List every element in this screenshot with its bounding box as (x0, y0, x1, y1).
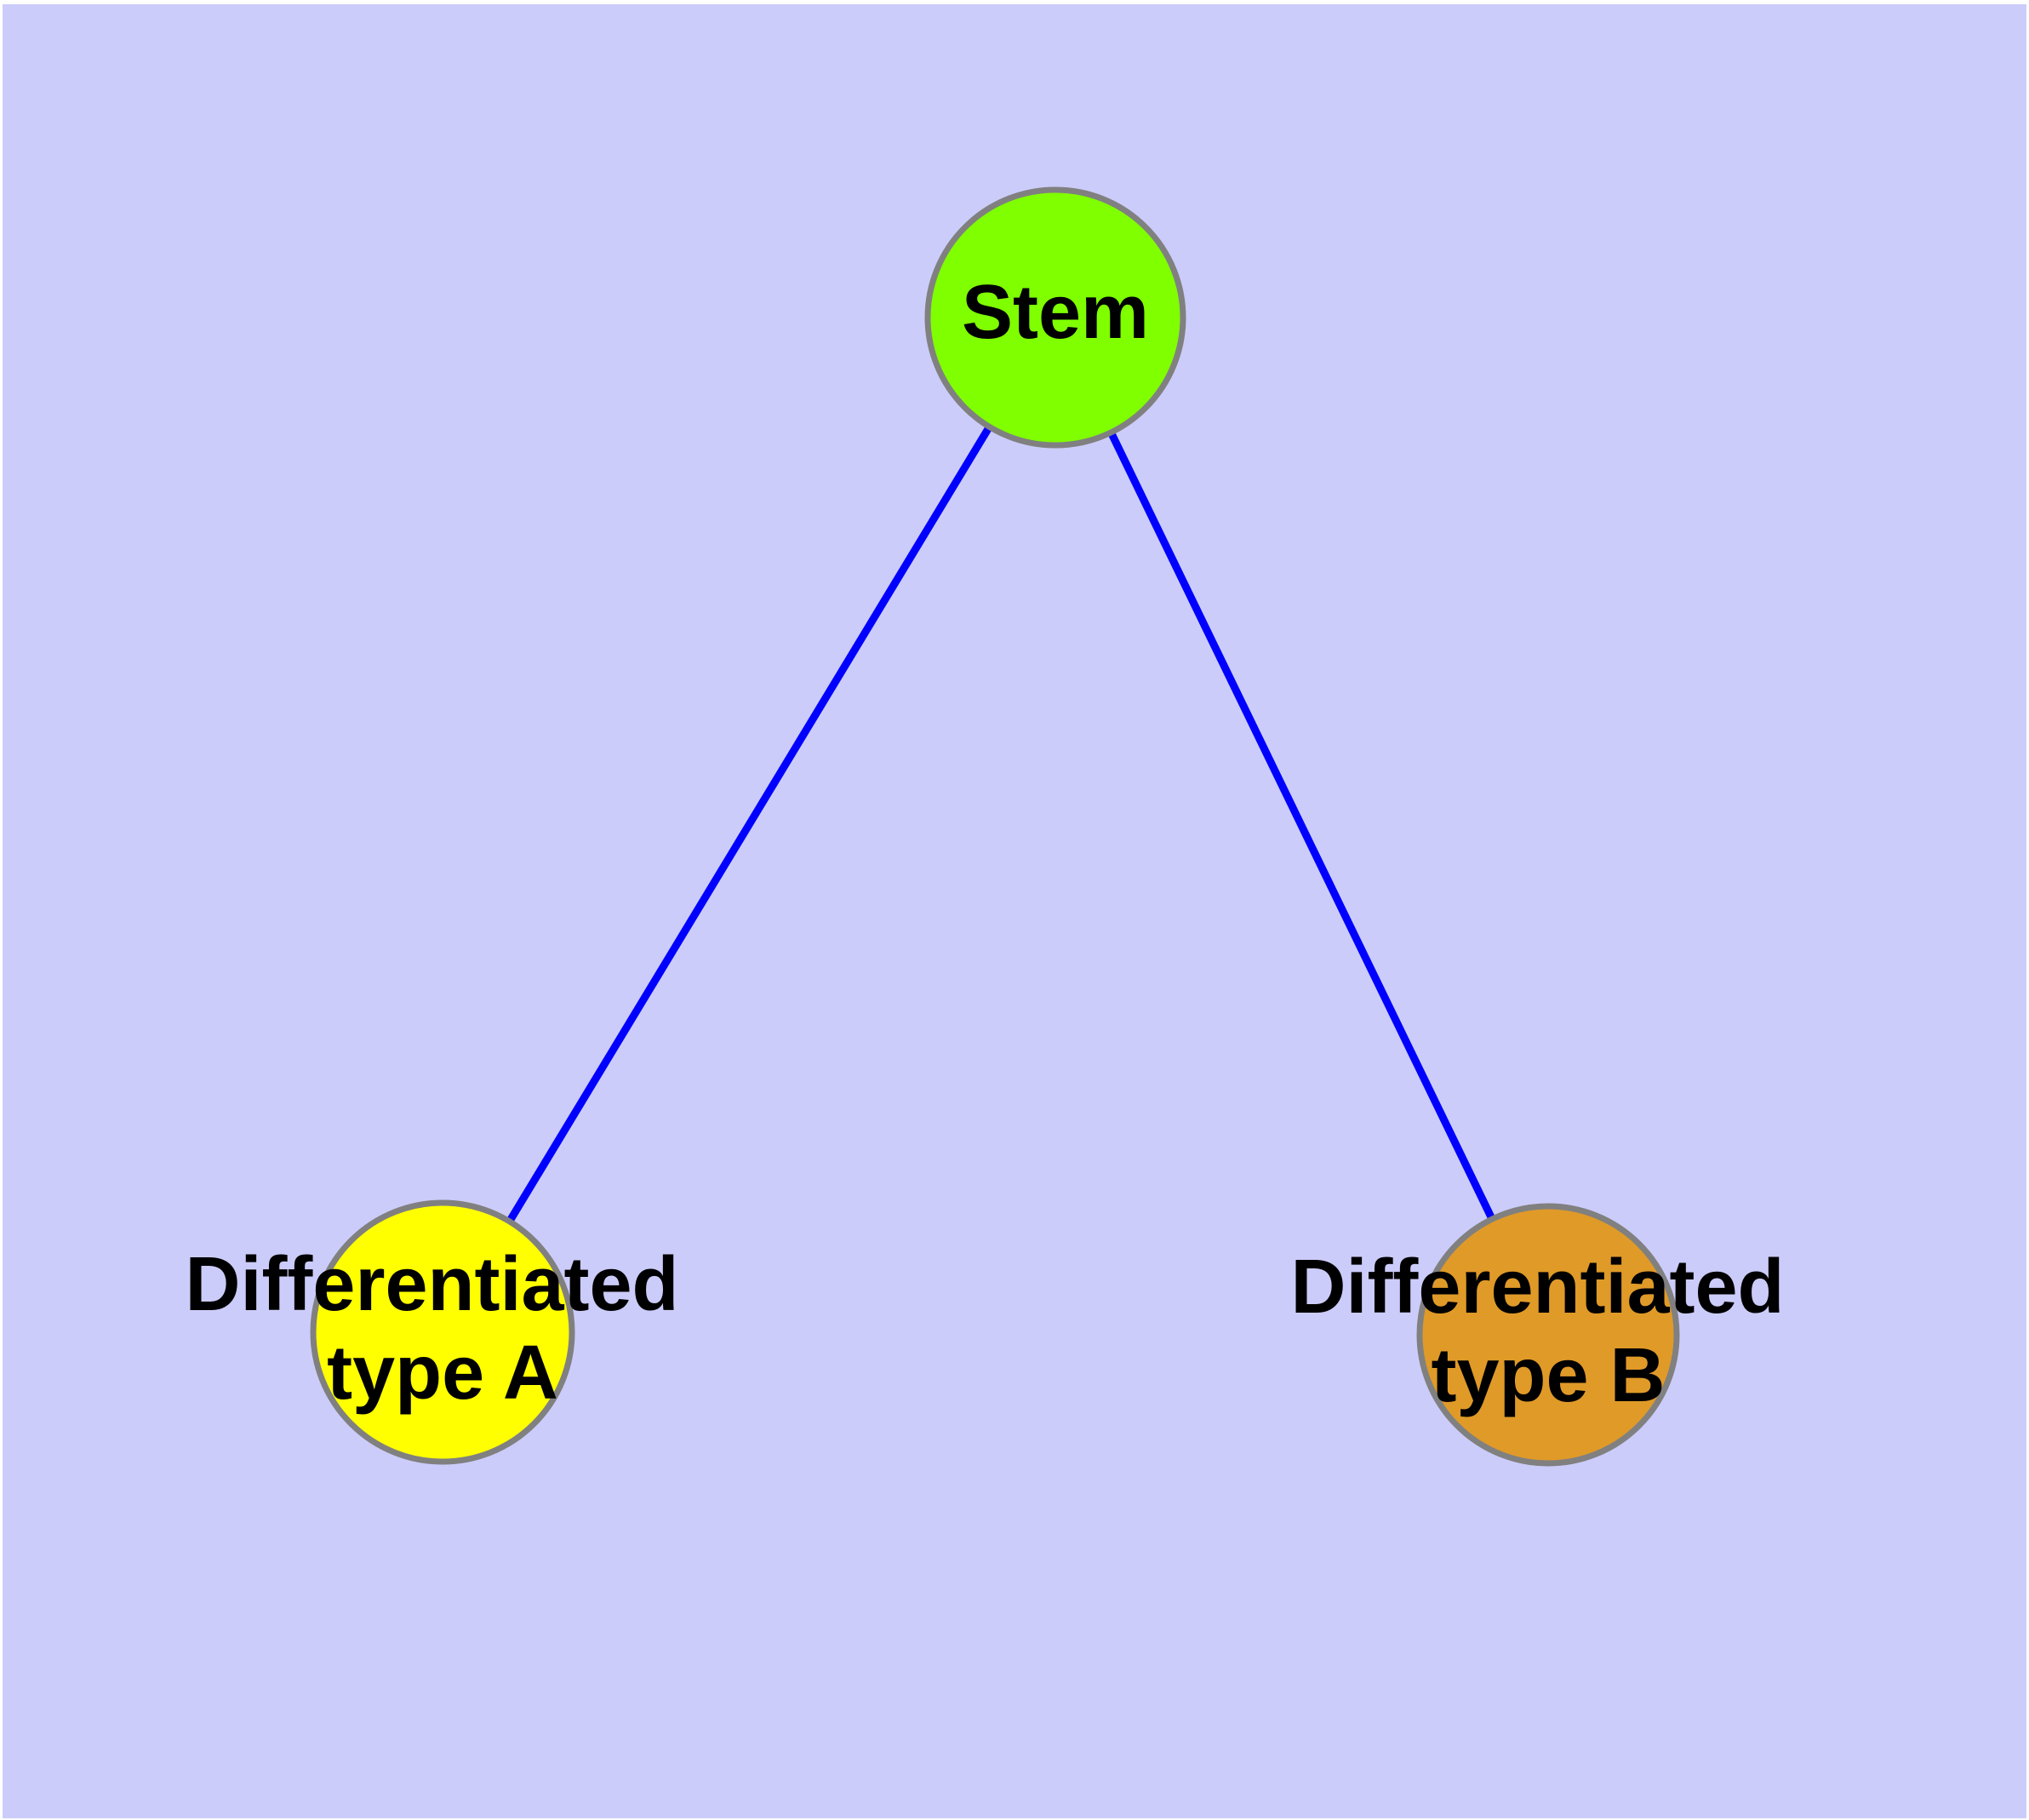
edge-layer (439, 315, 1552, 1336)
node-label-stem-line-1: Stem (962, 270, 1149, 355)
node-differentiated-type-a[interactable] (310, 1199, 575, 1465)
node-label-diff-a-line-1: Differentiated (185, 1242, 678, 1327)
node-label-layer: Stem Differentiated type A Differentiate… (185, 270, 1805, 1418)
graph-plot-area: Stem Differentiated type A Differentiate… (3, 4, 2026, 1818)
node-stem[interactable] (924, 186, 1186, 449)
node-label-differentiated-type-a: Differentiated type A (185, 1242, 700, 1416)
node-label-stem: Stem (962, 270, 1149, 355)
graph-svg: Stem Differentiated type A Differentiate… (185, 186, 1805, 1467)
node-label-differentiated-type-b: Differentiated type B (1290, 1245, 1805, 1418)
node-differentiated-type-b[interactable] (1416, 1203, 1680, 1467)
edge-stem-to-differentiated-type-a[interactable] (439, 315, 1059, 1335)
node-label-diff-b-line-2: type B (1431, 1333, 1665, 1418)
node-layer (310, 186, 1680, 1467)
node-label-diff-b-line-1: Differentiated (1290, 1245, 1784, 1330)
node-label-diff-a-line-2: type A (327, 1331, 558, 1416)
edge-stem-to-differentiated-type-b[interactable] (1051, 316, 1552, 1336)
